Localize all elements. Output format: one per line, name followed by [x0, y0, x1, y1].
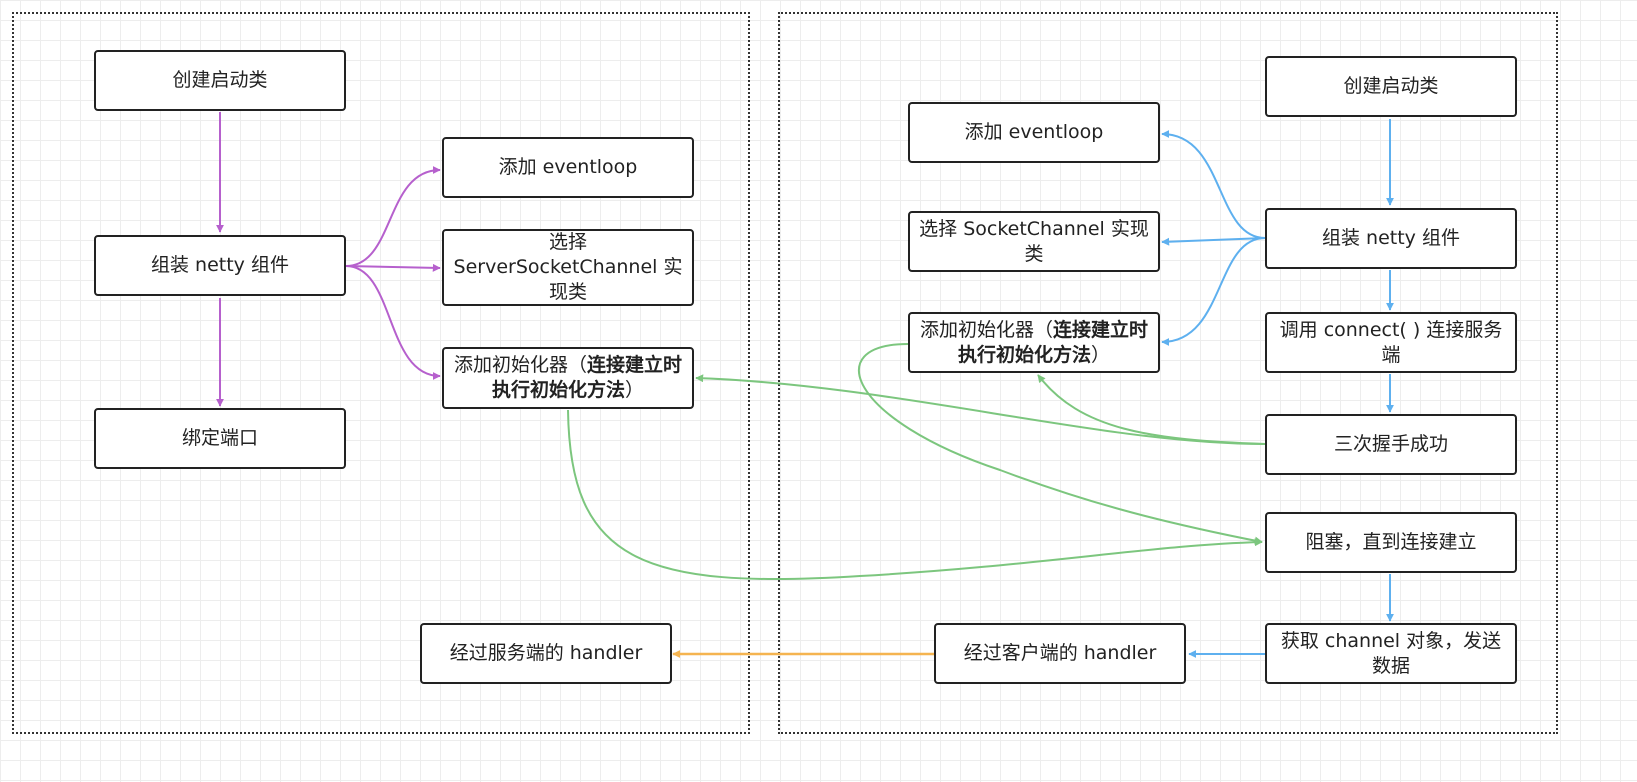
server-bind-port-label: 绑定端口 — [181, 427, 258, 449]
client-handler-label: 经过客户端的 handler — [963, 642, 1157, 664]
client-call-connect-label: 调用 connect( ) 连接服务端 — [1279, 318, 1503, 366]
server-handler-node: 经过服务端的 handler — [420, 623, 672, 684]
server-add-eventloop-node: 添加 eventloop — [442, 137, 694, 198]
server-add-initializer-normal: 添加初始化器（ — [453, 354, 587, 376]
server-add-initializer-bold: 连接建立时执行初始化方法 — [491, 354, 683, 401]
edge-server-initializer-to-block — [567, 409, 1263, 581]
server-bind-port-node: 绑定端口 — [94, 408, 346, 469]
server-handler-label: 经过服务端的 handler — [449, 642, 643, 664]
client-add-initializer-normal: 添加初始化器（ — [919, 318, 1053, 341]
client-add-eventloop-node: 添加 eventloop — [908, 102, 1160, 163]
client-get-channel-send-label: 获取 channel 对象，发送数据 — [1280, 629, 1502, 677]
server-assemble-netty-node: 组装 netty 组件 — [94, 235, 346, 296]
edge-client-assemble-to-eventloop — [1161, 130, 1266, 239]
server-assemble-netty-label: 组装 netty 组件 — [151, 254, 289, 276]
edge-handshake-to-server-initializer — [695, 374, 1266, 445]
client-assemble-netty-node: 组装 netty 组件 — [1265, 208, 1517, 269]
client-assemble-netty-label: 组装 netty 组件 — [1322, 227, 1460, 249]
client-create-bootstrap-label: 创建启动类 — [1343, 75, 1439, 97]
edge-assemble-to-eventloop — [345, 166, 441, 267]
server-add-initializer-label: 添加初始化器（连接建立时执行初始化方法） — [452, 353, 684, 403]
server-choose-channel-line1: 选择 — [548, 231, 587, 253]
server-add-initializer-tail: ） — [625, 379, 645, 401]
client-get-channel-send-node: 获取 channel 对象，发送数据 — [1265, 623, 1517, 684]
server-choose-channel-node: 选择 ServerSocketChannel 实 现类 — [442, 229, 694, 306]
edge-assemble-to-initializer — [345, 265, 441, 380]
edge-client-initializer-to-block — [857, 343, 1263, 545]
client-block-until-connected-label: 阻塞，直到连接建立 — [1305, 531, 1477, 553]
edge-assemble-to-channel — [345, 263, 441, 272]
client-choose-channel-node: 选择 SocketChannel 实现类 — [908, 211, 1160, 272]
client-choose-channel-label: 选择 SocketChannel 实现类 — [919, 217, 1149, 265]
client-add-initializer-tail: ） — [1091, 343, 1111, 366]
client-call-connect-node: 调用 connect( ) 连接服务端 — [1265, 312, 1517, 373]
client-create-bootstrap-node: 创建启动类 — [1265, 56, 1517, 117]
client-block-until-connected-node: 阻塞，直到连接建立 — [1265, 512, 1517, 573]
client-handshake-success-label: 三次握手成功 — [1333, 433, 1448, 455]
server-add-initializer-node: 添加初始化器（连接建立时执行初始化方法） — [442, 347, 694, 409]
client-handshake-success-node: 三次握手成功 — [1265, 414, 1517, 475]
server-choose-channel-line3: 现类 — [548, 281, 587, 303]
edge-client-assemble-to-initializer — [1161, 237, 1266, 346]
edge-client-assemble-to-channel — [1161, 237, 1266, 246]
client-add-initializer-node: 添加初始化器（连接建立时执行初始化方法） — [908, 312, 1160, 373]
client-add-eventloop-label: 添加 eventloop — [964, 121, 1104, 143]
edge-handshake-to-client-initializer — [1037, 374, 1266, 445]
server-create-bootstrap-node: 创建启动类 — [94, 50, 346, 111]
server-add-eventloop-label: 添加 eventloop — [498, 156, 638, 178]
client-add-initializer-bold: 连接建立时执行初始化方法 — [957, 318, 1149, 366]
server-panel — [12, 12, 750, 734]
server-create-bootstrap-label: 创建启动类 — [172, 69, 268, 91]
client-add-initializer-label: 添加初始化器（连接建立时执行初始化方法） — [918, 318, 1150, 368]
client-handler-node: 经过客户端的 handler — [934, 623, 1186, 684]
server-choose-channel-line2: ServerSocketChannel 实 — [453, 256, 683, 278]
client-panel — [778, 12, 1558, 734]
